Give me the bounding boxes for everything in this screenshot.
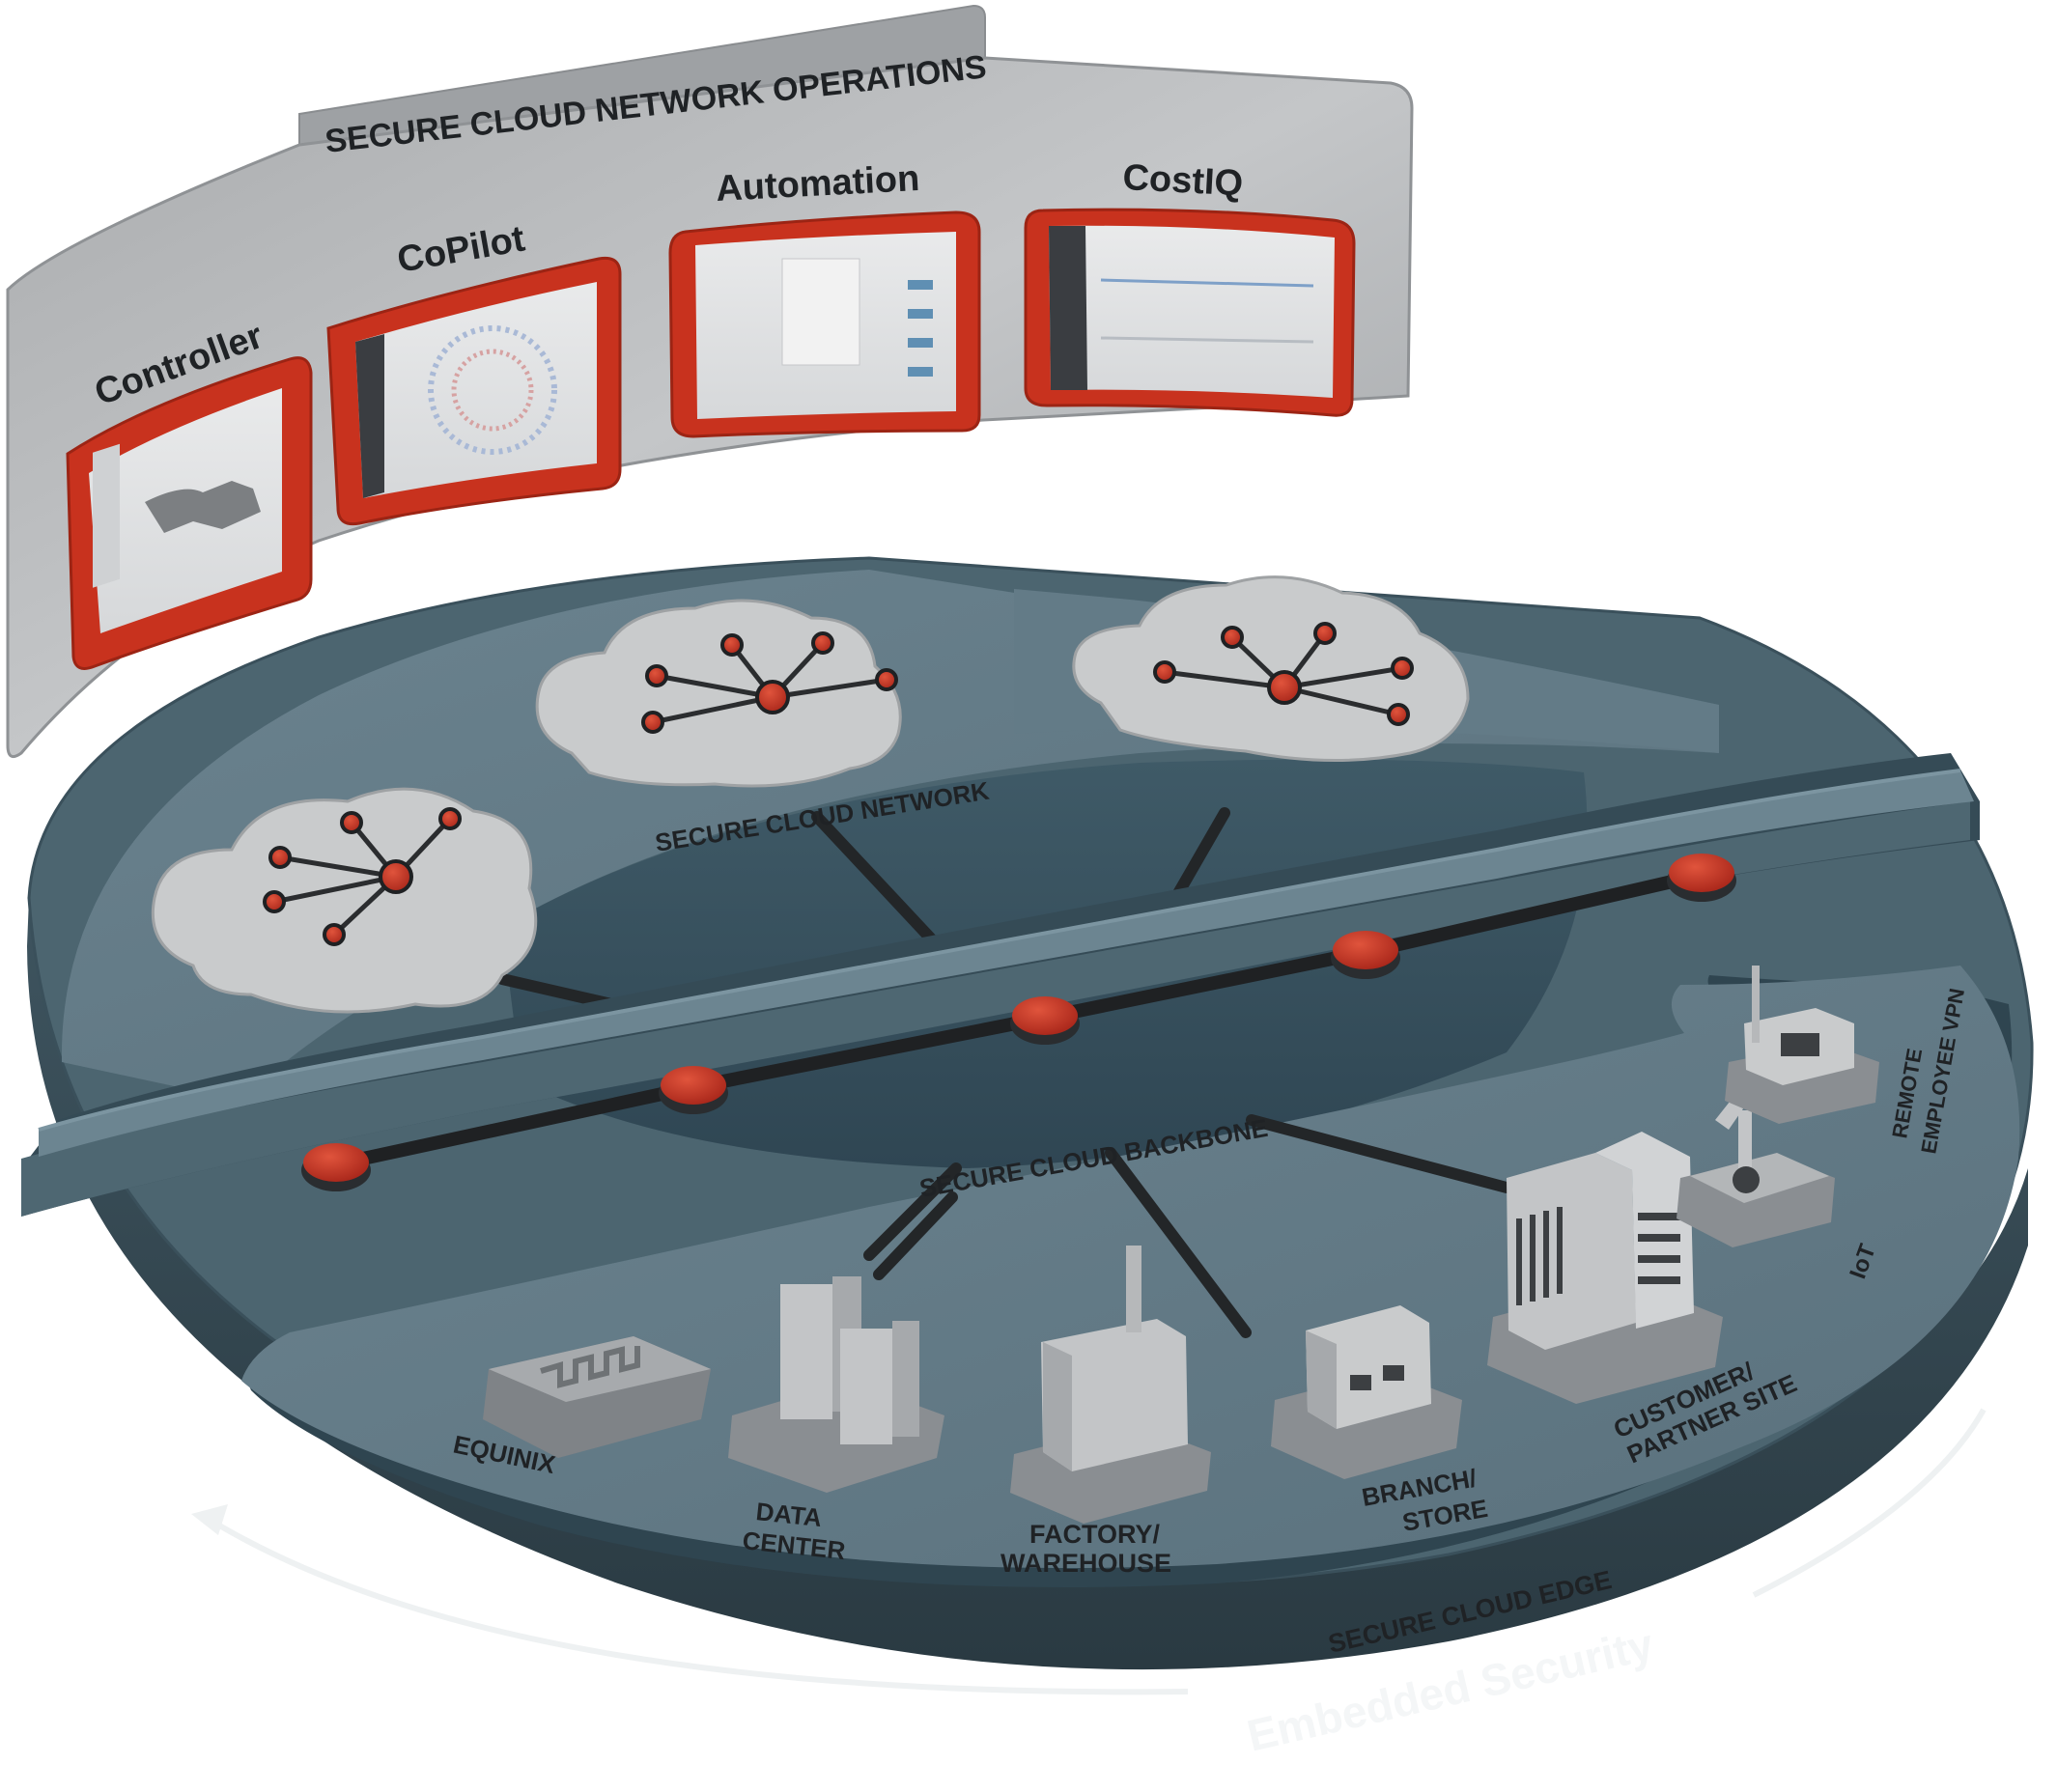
backbone-node xyxy=(1331,931,1400,979)
backbone-node xyxy=(301,1143,371,1191)
cloud-middle xyxy=(535,599,902,788)
controller-panel: Controller xyxy=(66,316,313,670)
backbone-node xyxy=(1667,854,1736,902)
cloud-left xyxy=(151,787,538,1014)
operations-panel: SECURE CLOUD NETWORK OPERATIONS Controll… xyxy=(6,4,1414,759)
factory-label-line2: WAREHOUSE xyxy=(1000,1549,1171,1578)
copilot-panel: CoPilot xyxy=(326,218,622,526)
data-center-label-line1: DATA xyxy=(754,1497,823,1532)
remote-vpn-site xyxy=(1725,966,1879,1124)
iot-site xyxy=(1677,1074,1835,1247)
costiq-panel: CostIQ xyxy=(1024,157,1356,417)
equinix-site xyxy=(483,1336,711,1458)
backbone-node xyxy=(659,1066,728,1114)
costiq-label: CostIQ xyxy=(1122,157,1245,204)
factory-site xyxy=(1010,1246,1211,1524)
customer-partner-site xyxy=(1487,1132,1723,1404)
backbone-bar xyxy=(21,753,1980,1217)
backbone-node xyxy=(1010,996,1080,1045)
factory-label-line1: FACTORY/ xyxy=(1029,1520,1161,1549)
branch-store-site xyxy=(1271,1305,1462,1479)
data-center-site xyxy=(728,1191,958,1493)
cloud-right xyxy=(1072,575,1470,762)
